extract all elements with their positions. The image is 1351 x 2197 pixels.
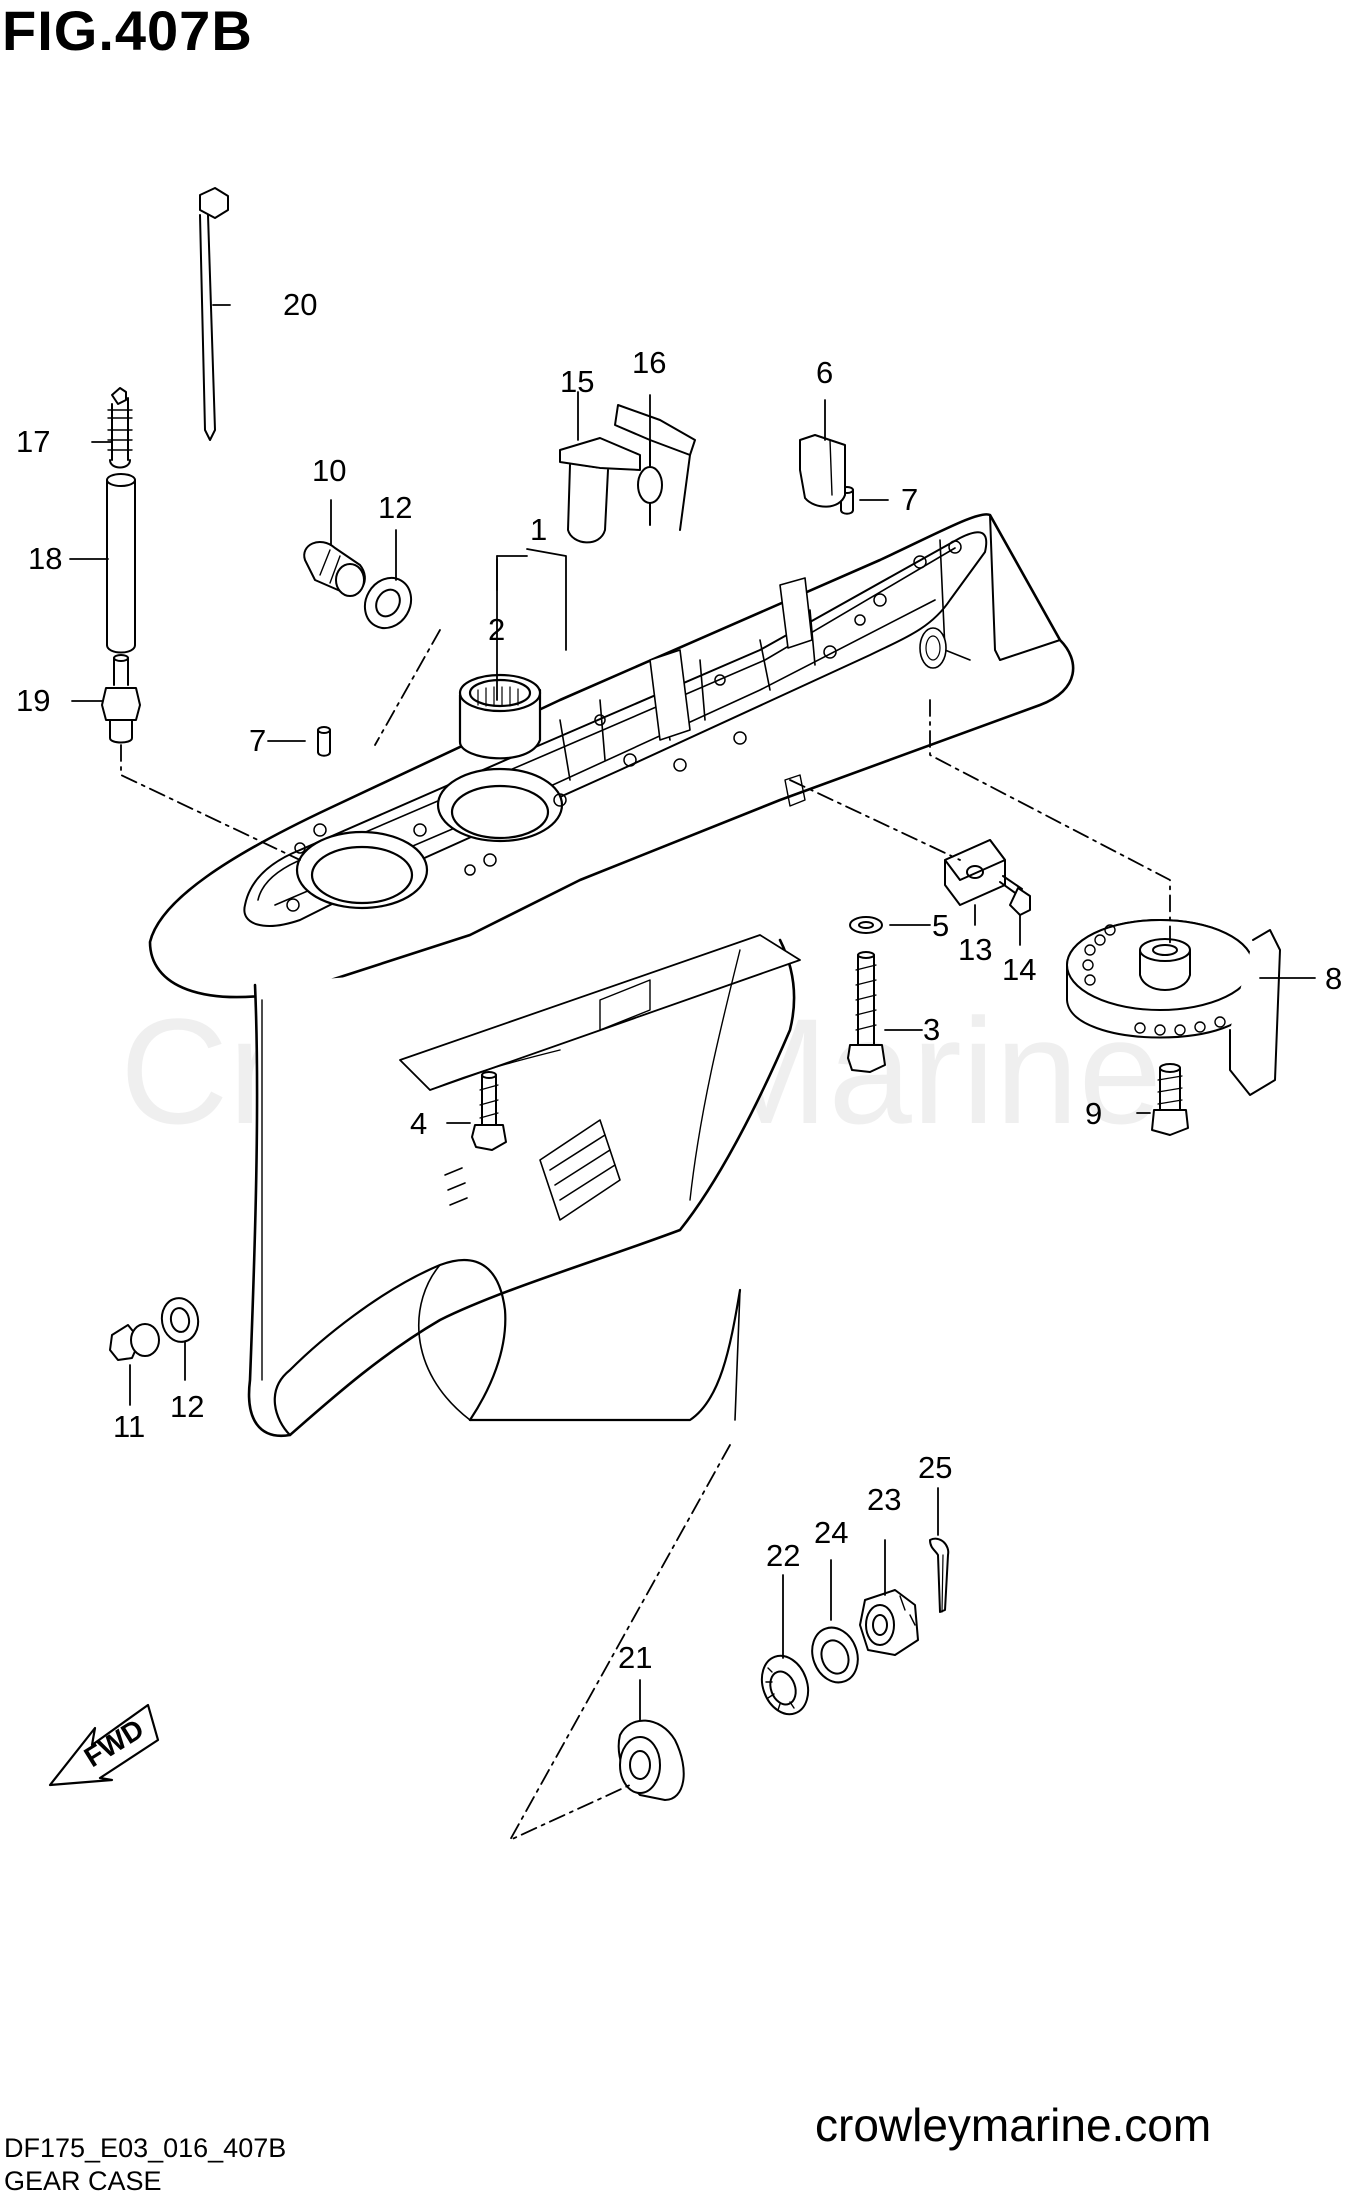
gasket [363,576,413,630]
trim-tab-bolt [1151,1063,1189,1136]
callout-2: 2 [488,612,505,647]
callout-22: 22 [766,1538,800,1573]
callout-9: 9 [1085,1096,1102,1131]
callout-21: 21 [618,1640,652,1675]
drain-plug [109,1323,160,1361]
tube [106,473,136,654]
plug [303,541,366,597]
figure-title: FIG.407B [2,0,253,62]
callout-5: 5 [932,908,949,943]
callout-12-upper: 12 [378,490,412,525]
water-intake [444,1119,621,1221]
callout-18: 18 [28,541,62,576]
trim-tab [1066,919,1281,1096]
callout-7-right: 7 [901,482,918,517]
callout-3: 3 [923,1012,940,1047]
callout-23: 23 [867,1482,901,1517]
gear-case [148,513,1075,1438]
leader-lines [69,304,1316,1841]
spacer-washer [811,1626,859,1684]
castle-nut [859,1589,919,1656]
bolt-short [471,1071,507,1151]
callout-4: 4 [410,1106,427,1141]
callout-15: 15 [560,364,594,399]
diagram-code: DF175_E03_016_407B [4,2133,287,2163]
diagram-caption: GEAR CASE [4,2166,162,2196]
gasket-lower [160,1297,200,1343]
callout-14: 14 [1002,952,1036,987]
callout-25: 25 [918,1450,952,1485]
toothed-washer [760,1654,810,1716]
callout-12-lower: 12 [170,1389,204,1424]
anode-bolt [999,875,1031,916]
callout-labels: 1 2 3 4 5 6 7 7 8 9 10 11 12 12 13 14 15… [16,287,1342,1675]
callout-16: 16 [632,345,666,380]
anode [944,839,1006,906]
cover [799,434,846,508]
callout-8: 8 [1325,961,1342,996]
washer [849,916,883,934]
deck-bolt-holes [286,540,962,912]
callout-24: 24 [814,1515,848,1550]
callout-13: 13 [958,932,992,967]
forward-arrow: FWD [48,1703,160,1787]
cable-tie [199,187,229,441]
nipple [107,387,133,469]
prop-seal [617,1719,685,1801]
callout-20: 20 [283,287,317,322]
callout-19: 19 [16,683,50,718]
callout-10: 10 [312,453,346,488]
dowel-pin [317,726,331,757]
cover-clip [559,404,696,544]
nipple-fitting [101,654,141,744]
callout-17: 17 [16,424,50,459]
callout-1: 1 [530,512,547,547]
callout-11: 11 [113,1409,145,1444]
cotter-pin [929,1537,950,1613]
callout-6: 6 [816,355,833,390]
callout-7-left: 7 [249,723,266,758]
bolt-long [847,951,886,1073]
website-url[interactable]: crowleymarine.com [815,2099,1212,2151]
